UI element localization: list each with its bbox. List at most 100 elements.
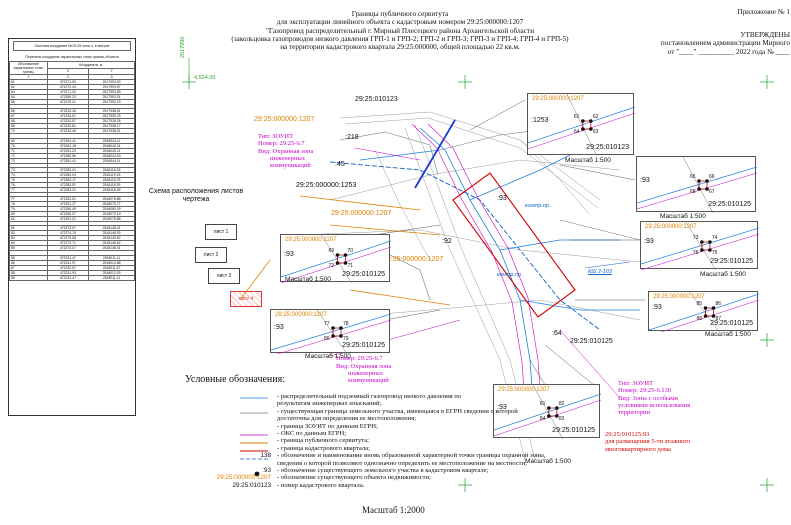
legend-text: - существующая граница земельного участк… [277, 407, 518, 415]
sheet-3[interactable]: лист 3 [208, 268, 240, 284]
title-line: на территории кадастрового квартала 29:2… [280, 43, 520, 52]
legend-text: - граница публичного сервитута; [277, 437, 369, 445]
legend-item: - распределительный подземный газопровод… [185, 393, 565, 400]
inset-parcel-label: :93 [644, 238, 654, 245]
inset-point-label: 80 [324, 336, 330, 342]
legend-text: - номер кадастрового квартала. [277, 481, 365, 489]
inset-point [547, 406, 551, 410]
inset-point-label: 75 [711, 250, 718, 256]
table-row [9, 191, 135, 198]
inset-point-label: 78 [343, 321, 349, 327]
inset-quarter-label: 29:25:010125 [552, 427, 595, 434]
inset-point [555, 406, 559, 410]
inset-point-label: 77 [324, 321, 330, 327]
table-cell [88, 162, 135, 168]
zouit-line: коммуникаций [348, 377, 389, 385]
parcel-purpose-label: 29:25:010125:93 для размещения 5-ти этаж… [605, 431, 690, 453]
inset-point-label: 61 [573, 114, 580, 120]
legend-item: :93- обозначение существующего земельног… [185, 467, 565, 474]
inset-pipeline [271, 313, 391, 351]
inset-point [331, 326, 335, 330]
legend-item: 29:25:010123- номер кадастрового квартал… [185, 482, 565, 489]
inset-quarter-label: 29:25:010125 [710, 320, 753, 327]
zouit-line: коммуникаций [270, 162, 311, 170]
parcel-93-boundary [452, 172, 576, 318]
inset-zouit [281, 246, 391, 283]
sheet-1[interactable]: лист 1 [205, 224, 237, 240]
table-cell [88, 221, 135, 227]
zouit-line: Вид: Зоны с особыми [618, 394, 678, 402]
coordinate-table: Система координат МСК-29 зона 4, в метра… [8, 38, 136, 416]
inset-scale-label: Масштаб 1:500 [525, 458, 571, 465]
inset-zouit [637, 172, 757, 210]
inset-pipeline [649, 293, 759, 331]
inset-quarter-label: 29:25:010125 [342, 271, 385, 278]
inset-point [697, 187, 701, 191]
inset-point-label: 62 [592, 114, 599, 120]
inset-point-label: 74 [711, 235, 718, 241]
inset-scale-label: Масштаб 1:500 [305, 353, 351, 360]
inset-point-label: 86 [715, 301, 722, 307]
inset-object-label: 29:25:000000:1207 [532, 96, 584, 102]
legend-symbol-label: 29:25:000000:1207 [216, 474, 271, 482]
quarter-label: 29:25:010125 [570, 338, 613, 345]
parcel-label: 29:25:000000:1253 [296, 182, 357, 189]
table-row [9, 221, 135, 227]
inset-scale-label: Масштаб 1:500 [700, 271, 746, 278]
legend: - распределительный подземный газопровод… [185, 393, 565, 489]
inset-point-label: 68 [690, 189, 696, 195]
approval-block: Приложение № 1 УТВЕРЖДЕНЫ постановлением… [630, 8, 790, 56]
inset-scale-label: Масштаб 1:500 [285, 276, 331, 283]
table-cell [88, 250, 135, 256]
inset-zouit [660, 299, 759, 332]
legend-title: Условные обозначения: [185, 374, 286, 385]
inset-zouit [641, 233, 759, 270]
quarter-boundary [329, 161, 601, 331]
inset-point [581, 119, 585, 123]
control-label: контр.пр. [525, 203, 551, 209]
inset-point-label: 66 [709, 174, 715, 180]
parcel-label: :218 [345, 134, 359, 141]
inset-parcel-label: :93 [274, 324, 284, 331]
inset-drawing [494, 385, 601, 439]
inset-point [335, 261, 340, 265]
table-cell [88, 191, 135, 198]
inset-drawing [641, 222, 759, 270]
main-scale-label: Масштаб 1:2000 [362, 505, 425, 515]
inset-quarter-label: 29:25:010125 [710, 258, 753, 265]
table-cell: 2518011.11 [88, 274, 135, 281]
object-label: 29:25:000000:1207 [331, 210, 392, 217]
object-label: 29:25:000000:1207 [383, 256, 444, 263]
inset-zouit [528, 112, 635, 150]
inset-point [343, 253, 348, 257]
inset-point-label: 70 [347, 248, 354, 254]
title-line: Границы публичного сервитута [351, 10, 449, 18]
zouit-line: инженерных [270, 154, 305, 162]
inset-point-label: 73 [692, 235, 699, 241]
inset-quarter-label: 29:25:010125 [342, 342, 385, 349]
control-label: контр.пр. [497, 272, 523, 278]
coord-y-label: 4,524.00 [194, 75, 216, 81]
inset-point [331, 334, 335, 338]
parcel-label: :92 [442, 238, 452, 245]
inset-point-label: 87 [715, 316, 722, 322]
inset-point [700, 240, 704, 244]
inset-zouit [276, 319, 391, 354]
inset-point-label: 82 [558, 401, 565, 407]
zouit-label: Тип: ЗОУИТ Номер: 29:25-6.130 Вид: Зоны … [618, 380, 690, 416]
legend-item: результатам инженерных изысканий; [185, 400, 565, 407]
zouit-line: Тип: ЗОУИТ [258, 133, 294, 140]
inset-point-label: 65 [690, 174, 696, 180]
coordinate-grid: Обозначение характерных точек границ Коо… [9, 61, 135, 281]
sheet-2[interactable]: лист 2 [195, 247, 227, 263]
legend-text: достаточны для определения ее местополож… [277, 415, 417, 423]
title-line: (закольцовка газопроводов низкого давлен… [231, 34, 569, 43]
inset-object-label: 29:25:000000:1207 [498, 387, 550, 393]
legend-symbols [240, 397, 268, 477]
title-line: для эксплуатации линейного объекта с кад… [276, 18, 524, 27]
